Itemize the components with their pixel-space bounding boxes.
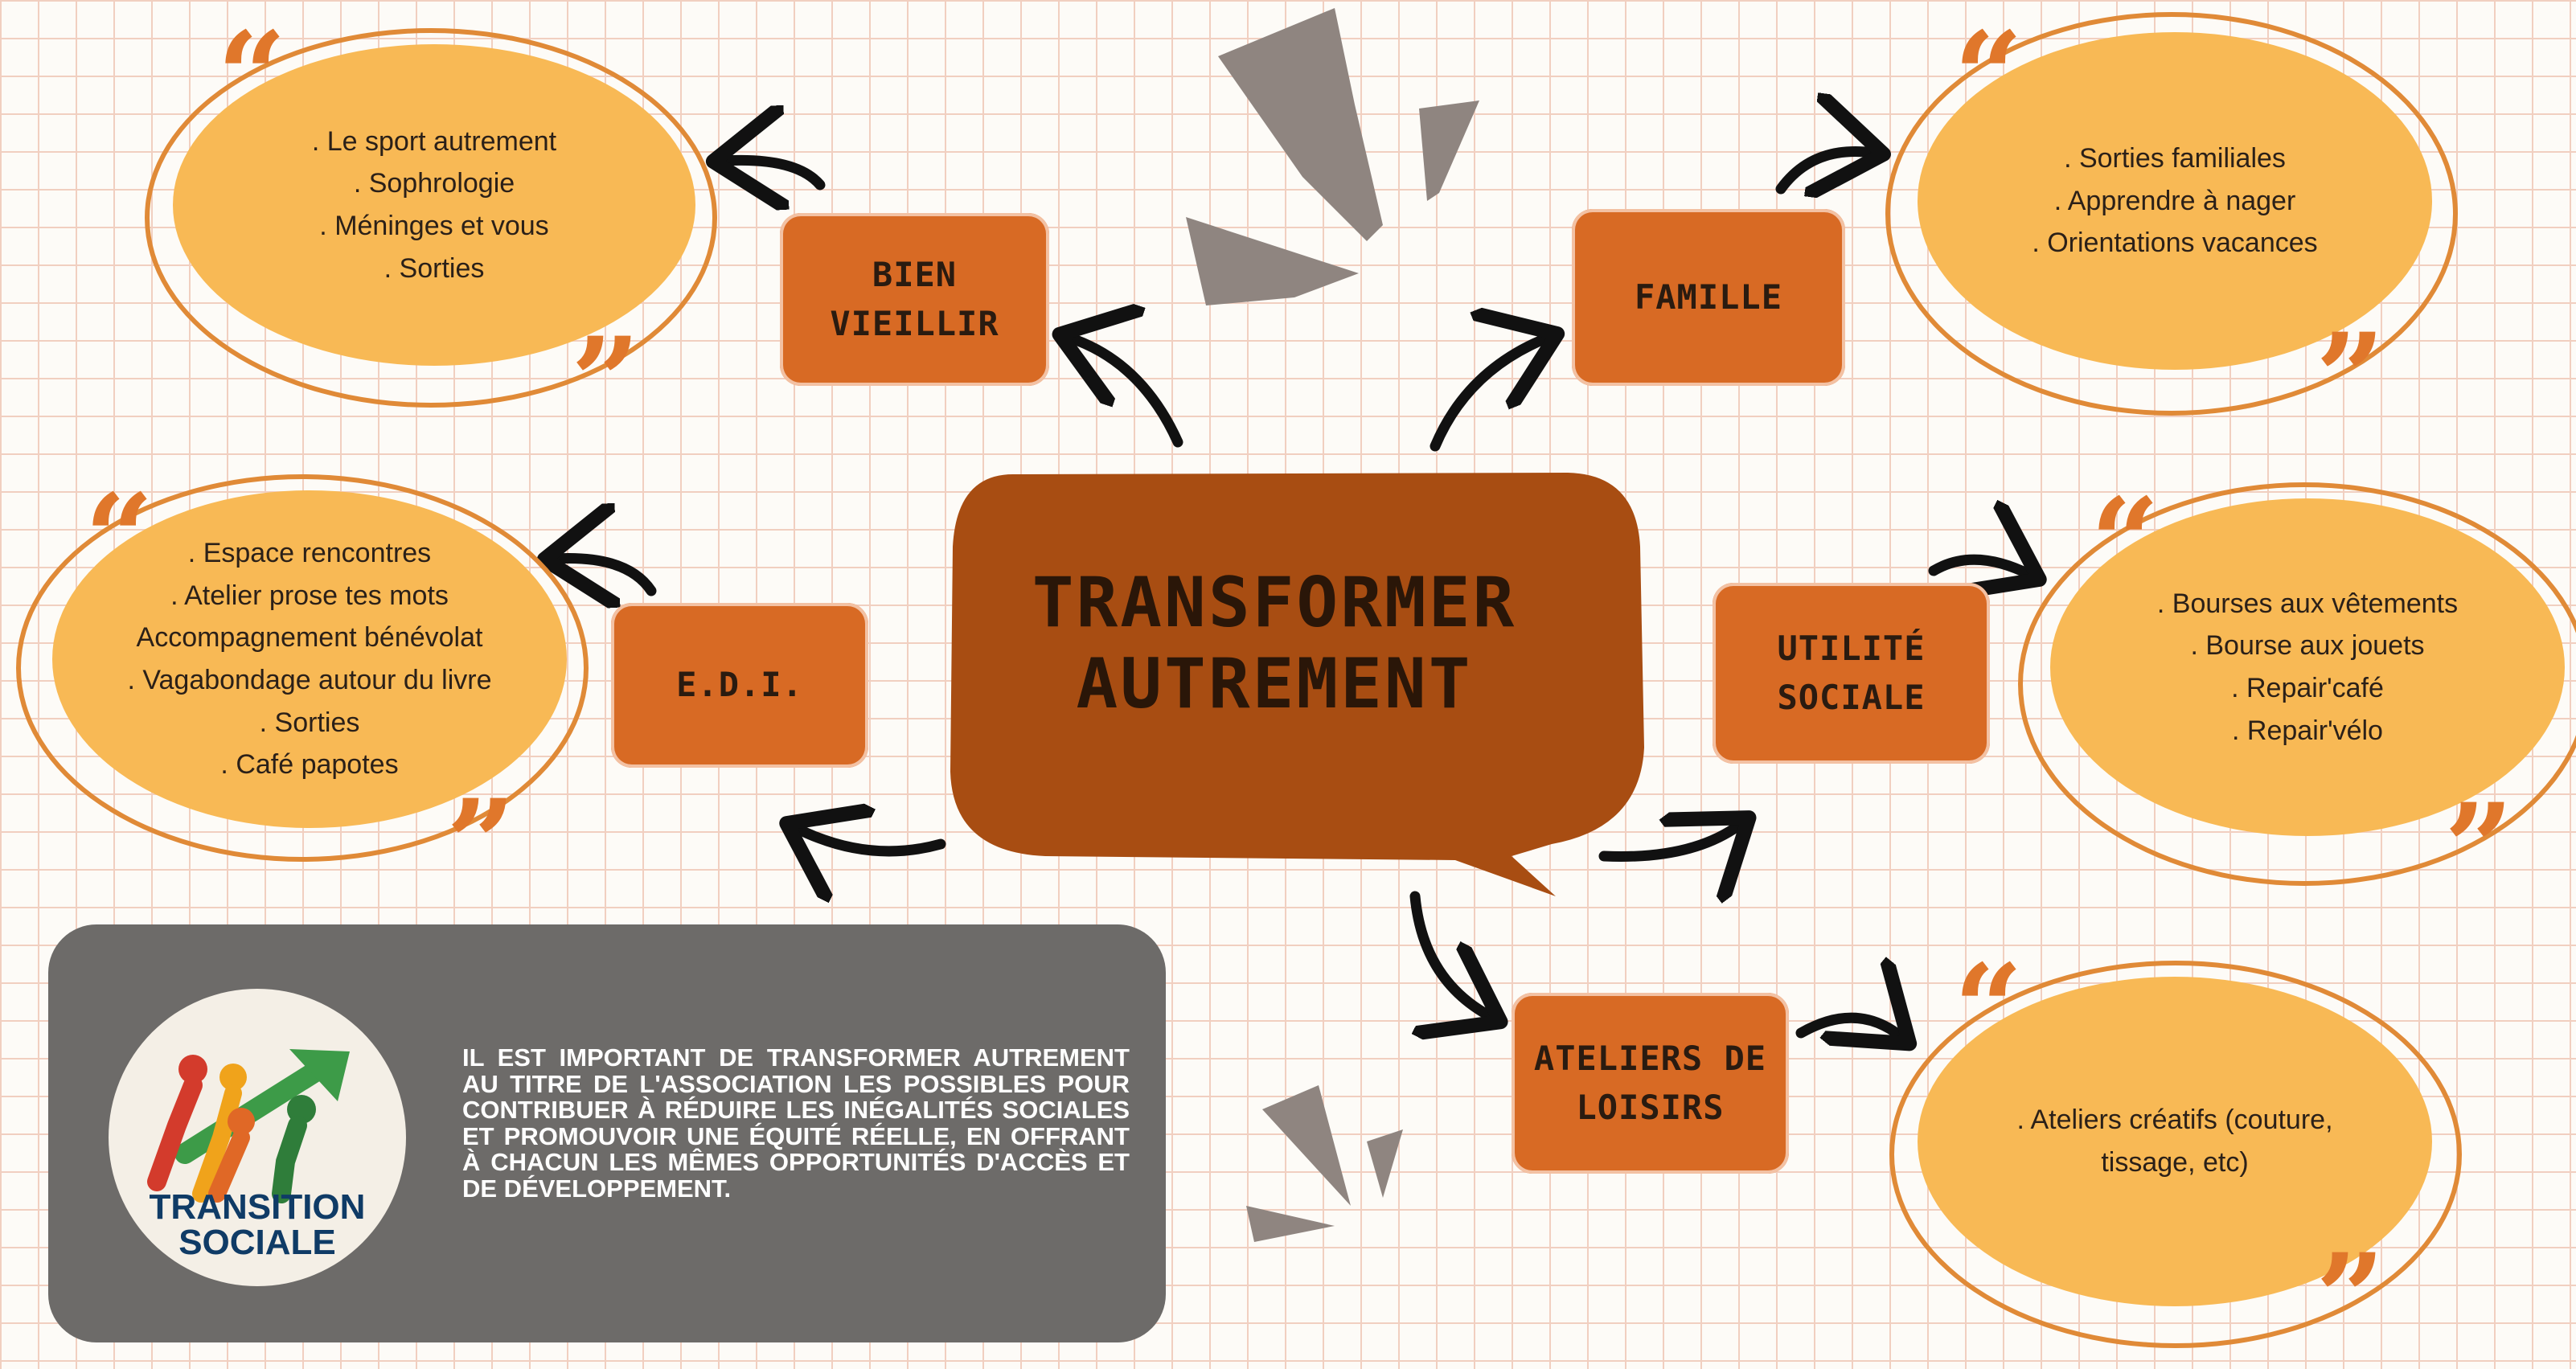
- edi-item: . Espace rencontres: [187, 537, 432, 568]
- ateliers-loisirs-label-line2: LOISIRS: [1576, 1087, 1725, 1127]
- edi-item: . Café papotes: [220, 749, 399, 781]
- famille-bubble: . Sorties familiales . Apprendre à nager…: [1918, 32, 2432, 370]
- logo-text-line1: TRANSITION: [149, 1187, 366, 1227]
- utilite-sociale-item: . Bourse aux jouets: [2190, 630, 2425, 662]
- open-quote-mark: “: [2090, 472, 2160, 613]
- close-quote-mark: ”: [2316, 307, 2385, 449]
- bien-vieillir-item: . Sorties: [384, 252, 485, 284]
- open-quote-mark: “: [217, 6, 287, 147]
- edi-bubble: . Espace rencontres . Atelier prose tes …: [52, 490, 567, 828]
- ateliers-loisirs-label-line1: ATELIERS DE: [1533, 1038, 1767, 1078]
- close-quote-mark: ”: [2316, 1228, 2385, 1369]
- utilite-sociale-label-line1: UTILITÉ: [1777, 628, 1926, 668]
- bien-vieillir-item: . Le sport autrement: [311, 125, 557, 157]
- utilite-sociale-box: UTILITÉ SOCIALE: [1713, 583, 1990, 764]
- info-text: Il est important de transformer autremen…: [462, 1043, 1130, 1203]
- ateliers-loisirs-item: . Ateliers créatifs (couture,: [2016, 1105, 2333, 1136]
- people-arrow-logo-icon: [147, 1049, 350, 1203]
- center-title-line1: TRANSFORMER: [1032, 563, 1517, 643]
- edi-box: E.D.I.: [611, 603, 868, 768]
- utilite-sociale-bubble: . Bourses aux vêtements . Bourse aux jou…: [2050, 498, 2565, 836]
- center-title: TRANSFORMER AUTREMENT: [953, 563, 1596, 726]
- utilite-sociale-ring: [2018, 482, 2576, 886]
- decorative-strokes: [1186, 8, 1479, 1242]
- famille-item: . Apprendre à nager: [2053, 185, 2296, 216]
- famille-box: FAMILLE: [1572, 209, 1845, 386]
- utilite-sociale-item: . Repair'vélo: [2232, 715, 2383, 746]
- logo-text: TRANSITION SOCIALE: [109, 1190, 406, 1260]
- bien-vieillir-ring: [145, 28, 717, 408]
- bien-vieillir-box: BIEN VIEILLIR: [780, 213, 1049, 386]
- edi-item: . Vagabondage autour du livre: [127, 665, 492, 695]
- famille-ring: [1885, 12, 2458, 416]
- center-title-line2: AUTREMENT: [1076, 644, 1473, 725]
- close-quote-mark: ”: [446, 773, 516, 915]
- close-quote-mark: ”: [571, 311, 641, 453]
- utilite-sociale-label-line2: SOCIALE: [1777, 677, 1926, 717]
- bien-vieillir-item: . Méninges et vous: [319, 211, 549, 241]
- logo-text-line2: SOCIALE: [178, 1223, 336, 1262]
- logo-circle: [109, 989, 406, 1286]
- center-speech-bubble: [950, 473, 1644, 896]
- close-quote-mark: ”: [2444, 777, 2514, 919]
- open-quote-mark: “: [1954, 6, 2024, 147]
- utilite-sociale-item: . Repair'café: [2231, 673, 2384, 703]
- ateliers-loisirs-box: ATELIERS DE LOISIRS: [1512, 993, 1789, 1174]
- ateliers-loisirs-item: tissage, etc): [2101, 1147, 2249, 1178]
- edi-item: . Sorties: [259, 707, 360, 738]
- open-quote-mark: “: [1954, 938, 2024, 1080]
- edi-ring: [16, 474, 589, 862]
- bien-vieillir-item: . Sophrologie: [353, 168, 515, 199]
- famille-item: . Sorties familiales: [2064, 142, 2286, 174]
- famille-item: . Orientations vacances: [2032, 227, 2318, 259]
- edi-item: . Atelier prose tes mots: [170, 580, 449, 611]
- connector-arrows: [555, 151, 2030, 1037]
- utilite-sociale-item: . Bourses aux vêtements: [2156, 588, 2459, 619]
- ateliers-loisirs-bubble: . Ateliers créatifs (couture, tissage, e…: [1918, 977, 2432, 1306]
- bien-vieillir-bubble: . Le sport autrement . Sophrologie . Mén…: [173, 44, 695, 366]
- diagram-canvas: [0, 8, 2576, 1242]
- edi-item: Accompagnement bénévolat: [136, 622, 483, 654]
- open-quote-mark: “: [84, 468, 154, 609]
